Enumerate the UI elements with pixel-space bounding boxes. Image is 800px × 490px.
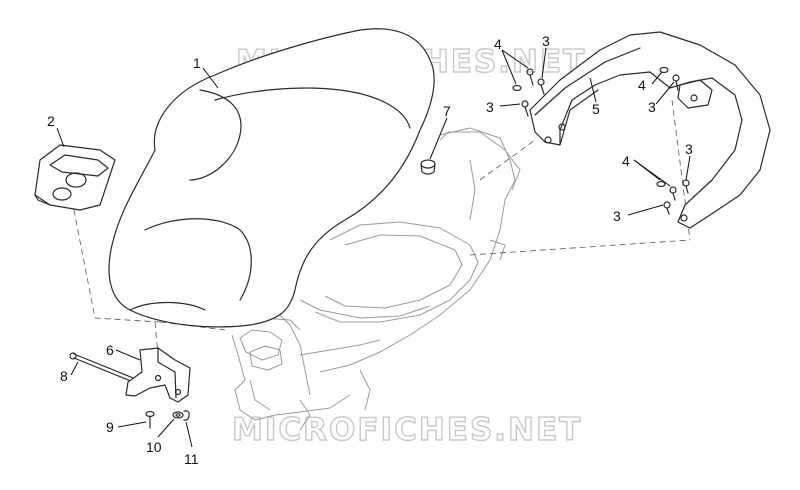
screw-icon — [537, 78, 545, 95]
screw-icon — [663, 201, 671, 215]
callout-4: 4 — [494, 36, 502, 52]
screw-icon — [521, 100, 529, 117]
callout-3: 3 — [685, 141, 693, 157]
callout-3: 3 — [542, 33, 550, 49]
screw-icon — [672, 74, 680, 91]
screw-icon — [669, 186, 677, 201]
callout-2: 2 — [47, 113, 55, 129]
callout-11: 11 — [184, 451, 199, 467]
underseat-storage-body — [231, 127, 521, 431]
screw-icon — [145, 410, 155, 429]
rear-handle — [529, 31, 771, 229]
screw-icon — [526, 68, 534, 86]
callout-labels: 1 2 7 4 3 3 5 4 3 4 3 3 6 8 9 10 11 — [47, 33, 693, 467]
callout-8: 8 — [60, 368, 68, 384]
callout-1: 1 — [193, 55, 201, 71]
callout-3: 3 — [613, 208, 621, 224]
callout-3: 3 — [486, 99, 494, 115]
washer-icon — [512, 84, 522, 92]
callout-7: 7 — [443, 103, 451, 119]
washer-icon — [172, 411, 184, 419]
callout-4: 4 — [638, 77, 646, 93]
seat — [108, 28, 435, 328]
callout-9: 9 — [106, 419, 114, 435]
leader-lines — [56, 47, 691, 448]
callout-4: 4 — [622, 153, 630, 169]
washer-icon — [659, 66, 669, 74]
callout-10: 10 — [146, 439, 162, 455]
helmet-cup — [34, 144, 116, 211]
callout-5: 5 — [592, 101, 600, 117]
hinge-bracket — [125, 347, 191, 403]
washer-icon — [656, 180, 666, 188]
watermark-bottom: MICROFICHES.NET — [232, 412, 582, 448]
handle-hardware — [512, 66, 690, 215]
callout-3: 3 — [648, 99, 656, 115]
rubber-buffer — [420, 159, 436, 175]
callout-6: 6 — [106, 342, 114, 358]
clip-icon — [183, 410, 190, 421]
seat-hinge-assembly — [69, 347, 191, 429]
